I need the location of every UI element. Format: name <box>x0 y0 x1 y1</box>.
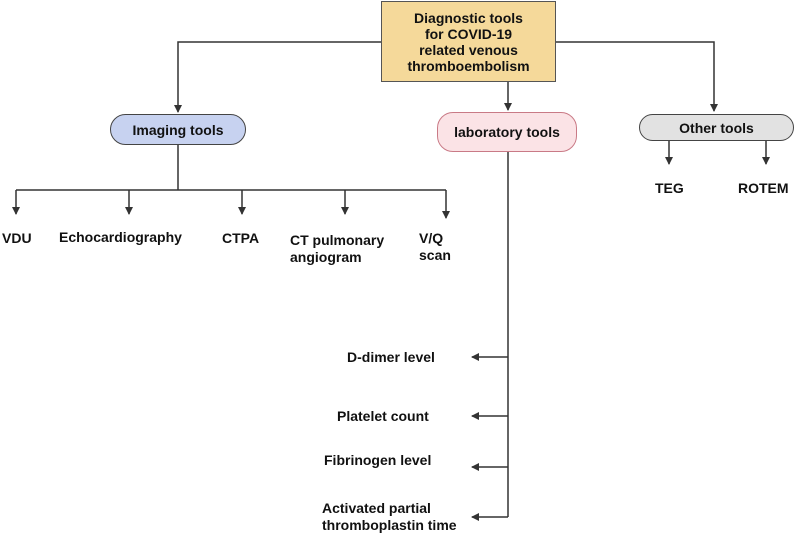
leaf-rotem: ROTEM <box>738 180 789 196</box>
root-title-line-2: for COVID-19 <box>424 25 513 42</box>
imaging-tools-node: Imaging tools <box>110 114 246 145</box>
leaf-ct-line-2: angiogram <box>290 249 362 265</box>
root-node: Diagnostic tools for COVID-19 related ve… <box>381 1 556 82</box>
laboratory-tools-node: laboratory tools <box>437 112 577 152</box>
root-title-line-4: thromboembolism <box>407 57 530 74</box>
imaging-tools-label: Imaging tools <box>132 121 224 138</box>
other-tools-label: Other tools <box>679 119 754 136</box>
leaf-fibrinogen: Fibrinogen level <box>324 452 432 468</box>
leaf-ct-pulmonary-angiogram: CT pulmonary angiogram <box>290 232 384 266</box>
leaf-vdu: VDU <box>2 230 32 246</box>
other-tools-node: Other tools <box>639 114 794 141</box>
leaf-vq-scan: V/Q scan <box>419 230 451 264</box>
leaf-ctpa: CTPA <box>222 230 260 246</box>
root-title-line-3: related venous <box>419 41 518 58</box>
leaf-platelet-count: Platelet count <box>337 408 429 424</box>
connector-root-other <box>556 41 718 112</box>
root-title-line-1: Diagnostic tools <box>414 9 523 26</box>
laboratory-tools-label: laboratory tools <box>454 124 560 140</box>
leaf-vq-line-1: V/Q <box>419 230 444 246</box>
leaf-vq-line-2: scan <box>419 247 451 263</box>
leaf-aptt-line-2: thromboplastin time <box>322 517 457 533</box>
connector-root-imaging <box>174 41 381 113</box>
leaf-aptt: Activated partial thromboplastin time <box>322 500 457 534</box>
leaf-teg: TEG <box>655 180 684 196</box>
leaf-ct-line-1: CT pulmonary <box>290 232 385 248</box>
leaf-echocardiography: Echocardiography <box>59 229 182 245</box>
leaf-aptt-line-1: Activated partial <box>322 500 431 516</box>
leaf-d-dimer: D-dimer level <box>347 349 435 365</box>
